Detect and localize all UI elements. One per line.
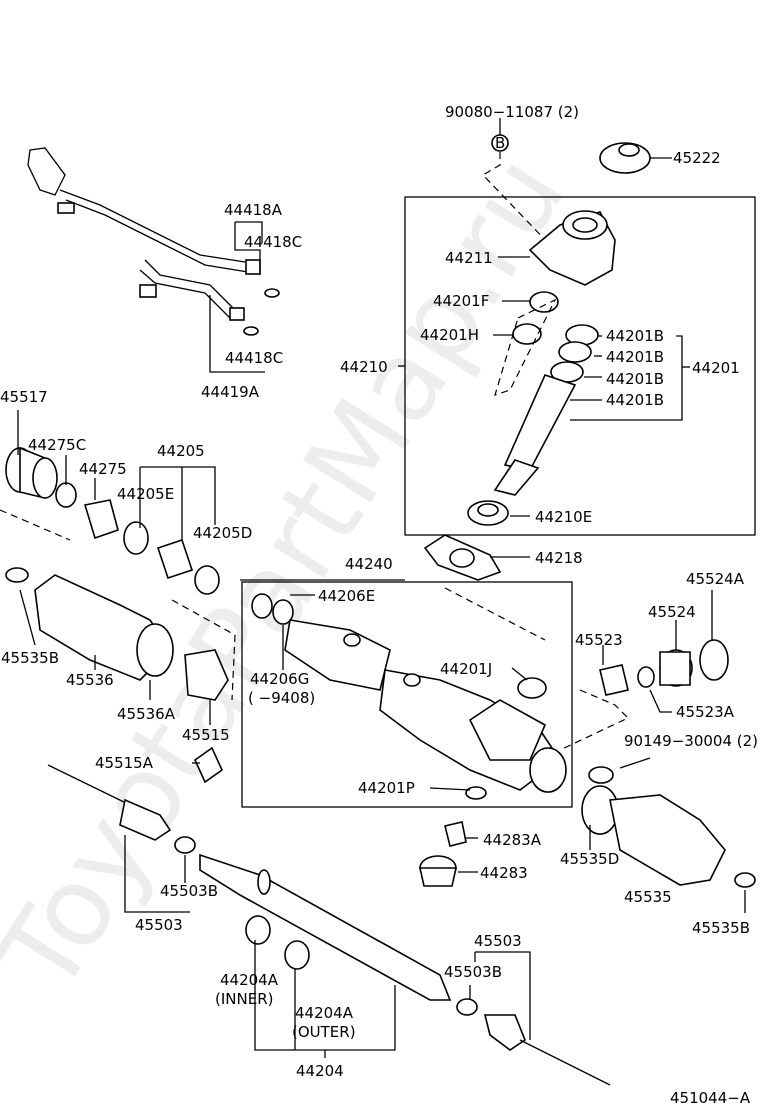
- label-b-top: B: [495, 134, 505, 152]
- label-44275c: 44275C: [28, 436, 86, 454]
- pressure-tube-assembly: [27, 147, 280, 336]
- label-45222: 45222: [673, 149, 721, 167]
- label-44210e: 44210E: [535, 508, 592, 526]
- bracket-45515: [171, 599, 236, 701]
- control-valve-shaft: [493, 324, 599, 496]
- label-90149-30004: 90149−30004 (2): [624, 732, 758, 750]
- label-44218: 44218: [535, 549, 583, 567]
- cap-45222: [599, 142, 651, 174]
- gasket-44218: [423, 534, 502, 581]
- label-44206g: 44206G: [250, 670, 309, 688]
- label-44204a-outer: 44204A: [295, 1004, 354, 1022]
- label-44201j: 44201J: [440, 660, 492, 678]
- leader-lines: [17, 118, 746, 1058]
- label-45503b-right: 45503B: [444, 963, 502, 981]
- label-45515a: 45515A: [95, 754, 154, 772]
- part-labels: 90080−11087 (2) B 45222 44418A 44418C 44…: [0, 103, 758, 1107]
- label-44205d: 44205D: [193, 524, 252, 542]
- grommet-45515a: [193, 746, 224, 784]
- label-44240: 44240: [345, 555, 393, 573]
- label-44206g-note: ( −9408): [248, 689, 315, 707]
- label-44201b-1: 44201B: [606, 327, 664, 345]
- label-44201b-2: 44201B: [606, 348, 664, 366]
- label-45517: 45517: [0, 388, 48, 406]
- label-44201f: 44201F: [433, 292, 489, 310]
- ring-44204a-inner: [245, 915, 271, 945]
- label-44201b-4: 44201B: [606, 391, 664, 409]
- label-45535b-right: 45535B: [692, 919, 750, 937]
- seal-44201h: [512, 323, 542, 345]
- rack-boot-left-45536: [5, 567, 174, 681]
- ring-44204a-outer: [284, 940, 310, 970]
- label-44283a: 44283A: [483, 831, 542, 849]
- rack-guide-spring-parts: [599, 639, 729, 696]
- label-44418a: 44418A: [224, 201, 283, 219]
- label-45535d: 45535D: [560, 850, 619, 868]
- label-44418c-top: 44418C: [244, 233, 302, 251]
- valve-housing-44211: [528, 210, 616, 286]
- label-44419a: 44419A: [201, 383, 260, 401]
- diagram-reference-number: 451044−A: [670, 1089, 751, 1107]
- label-45524: 45524: [648, 603, 696, 621]
- tie-rod-left: [47, 764, 196, 854]
- label-44206e: 44206E: [318, 587, 375, 605]
- label-44210: 44210: [340, 358, 388, 376]
- label-44204a-inner: 44204A: [220, 971, 279, 989]
- label-44418c-bottom: 44418C: [225, 349, 283, 367]
- rack-housing-44240: [251, 593, 567, 800]
- label-45523a: 45523A: [676, 703, 735, 721]
- label-44204a-outer-note: (OUTER): [292, 1023, 356, 1041]
- label-44201: 44201: [692, 359, 740, 377]
- gear-housing-box: [241, 581, 573, 808]
- label-44205e: 44205E: [117, 485, 174, 503]
- label-44283: 44283: [480, 864, 528, 882]
- label-45503-right: 45503: [474, 932, 522, 950]
- label-45535b-left: 45535B: [1, 649, 59, 667]
- label-44275: 44275: [79, 460, 127, 478]
- label-45524a: 45524A: [686, 570, 745, 588]
- label-45503-left: 45503: [135, 916, 183, 934]
- oil-seal-44201f: [529, 291, 559, 313]
- rack-bar: [199, 853, 452, 1001]
- label-45515: 45515: [182, 726, 230, 744]
- label-44201h: 44201H: [420, 326, 479, 344]
- label-45523: 45523: [575, 631, 623, 649]
- label-44204a-inner-note: (INNER): [215, 990, 273, 1008]
- label-44211: 44211: [445, 249, 493, 267]
- bolt-90149: [619, 757, 651, 769]
- label-44201p: 44201P: [358, 779, 415, 797]
- watermark: ToyotaPartMap.ru: [0, 134, 590, 1015]
- rack-boot-right-45535: [581, 766, 756, 888]
- label-45503b-left: 45503B: [160, 882, 218, 900]
- label-45535: 45535: [624, 888, 672, 906]
- label-44201b-3: 44201B: [606, 370, 664, 388]
- label-45536: 45536: [66, 671, 114, 689]
- tie-rod-right: [456, 998, 611, 1086]
- label-90080-11087: 90080−11087 (2): [445, 103, 579, 121]
- rack-end-seal-parts: [5, 446, 220, 595]
- label-44205: 44205: [157, 442, 205, 460]
- label-45536a: 45536A: [117, 705, 176, 723]
- adjusting-screw-44283: [419, 821, 467, 887]
- label-44204: 44204: [296, 1062, 344, 1080]
